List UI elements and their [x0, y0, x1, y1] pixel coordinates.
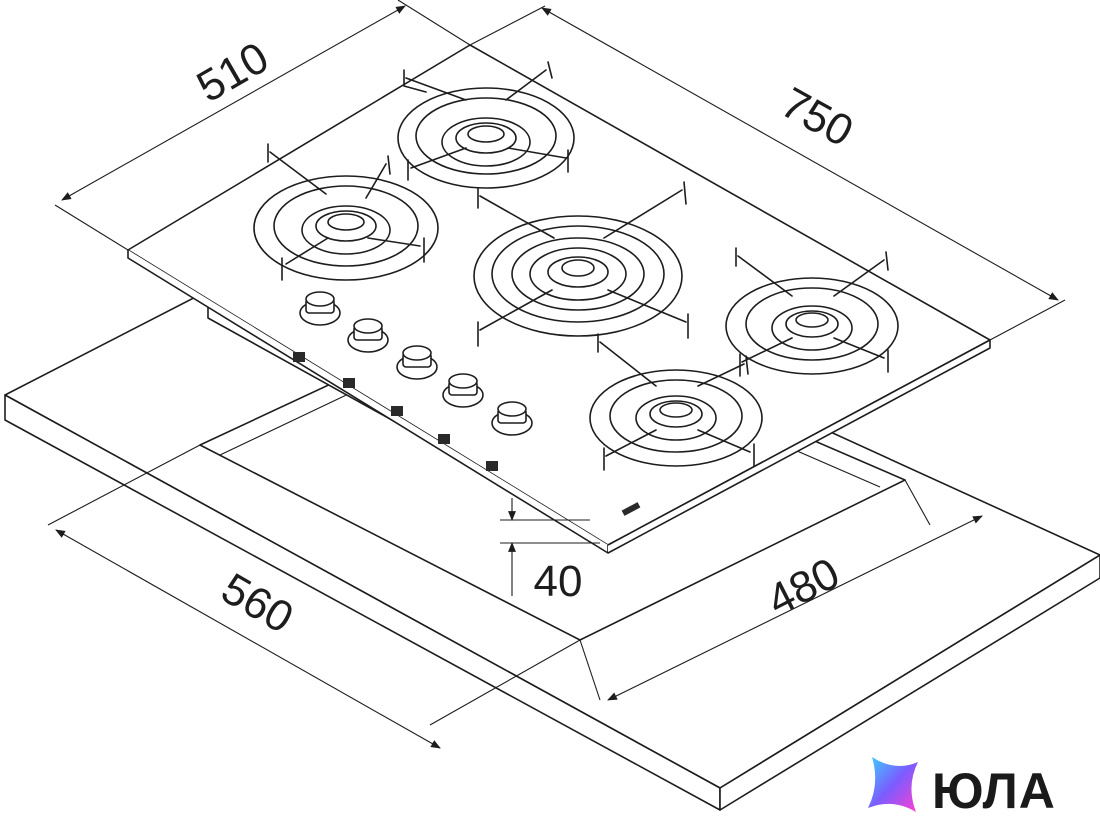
brand-badge [621, 502, 641, 516]
knob-4 [442, 373, 484, 408]
watermark-text: ЮЛА [932, 763, 1056, 818]
control-slots [293, 352, 498, 471]
control-knobs [299, 291, 533, 436]
dim-height-label: 40 [534, 557, 583, 606]
knob-3 [396, 345, 438, 380]
dim-cutout-depth-label: 560 [213, 564, 301, 643]
dim-depth-label: 510 [189, 33, 277, 112]
knob-2 [347, 318, 389, 353]
watermark: ЮЛА [868, 757, 1056, 818]
knob-1 [299, 291, 341, 326]
youla-logo-icon [868, 757, 918, 812]
dimension-lines [47, 0, 1066, 749]
dim-width-label: 750 [773, 78, 861, 156]
burner-front [589, 333, 763, 471]
knob-5 [491, 401, 533, 436]
